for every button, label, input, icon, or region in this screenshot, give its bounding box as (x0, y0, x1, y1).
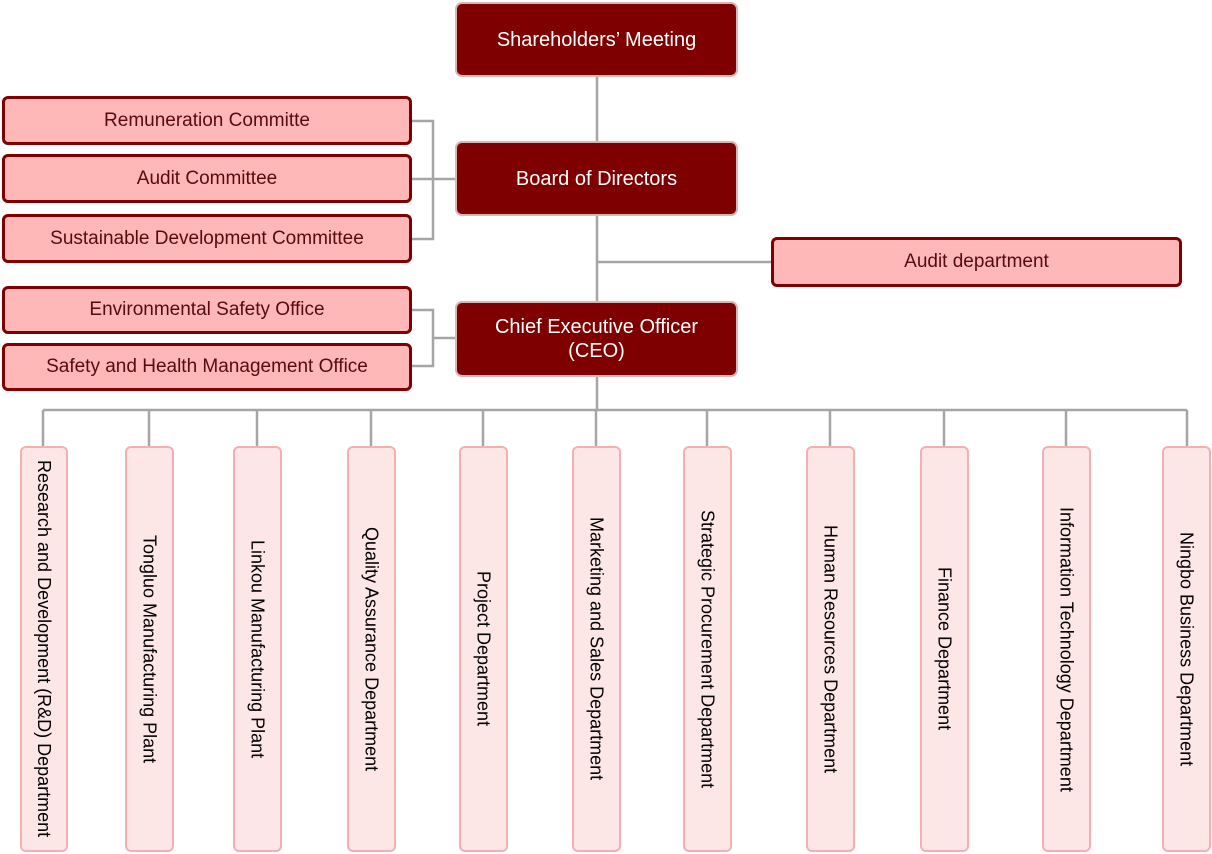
department-label: Project Department (473, 571, 494, 727)
department-label: Research and Development (R&D) Departmen… (34, 460, 54, 838)
committee-label: Sustainable Development Committee (50, 227, 364, 249)
department-label: Human Resources Department (820, 524, 841, 774)
department-label: Finance Department (934, 567, 955, 731)
department-box-finance: Finance Department (920, 446, 969, 852)
department-box-information-technology: Information Technology Department (1042, 446, 1091, 852)
department-label: Quality Assurance Department (361, 526, 382, 772)
audit-department-label: Audit department (904, 251, 1049, 272)
connector-department-drops (41, 410, 1189, 446)
board-of-directors-label: Board of Directors (515, 167, 678, 190)
audit-committee-box: Audit Committee (2, 154, 412, 203)
department-box-quality-assurance: Quality Assurance Department (347, 446, 396, 852)
department-box-rnd: Research and Development (R&D) Departmen… (20, 446, 68, 852)
department-label: Linkou Manufacturing Plant (247, 539, 268, 759)
ceo-label-line1: Chief Executive Officer (494, 316, 699, 338)
department-label: Information Technology Department (1056, 506, 1077, 792)
board-of-directors-box: Board of Directors (455, 141, 738, 216)
department-box-human-resources: Human Resources Department (806, 446, 855, 852)
office-label: Environmental Safety Office (89, 299, 325, 320)
department-box-linkou: Linkou Manufacturing Plant (233, 446, 282, 852)
ceo-box: Chief Executive Officer (CEO) (455, 301, 738, 377)
department-box-ningbo-business: Ningbo Business Department (1162, 446, 1211, 852)
office-label: Safety and Health Management Office (46, 356, 368, 377)
department-label: Tongluo Manufacturing Plant (139, 534, 160, 764)
environmental-safety-office-box: Environmental Safety Office (2, 286, 412, 334)
shareholders-meeting-label: Shareholders’ Meeting (496, 28, 697, 51)
department-label: Marketing and Sales Department (586, 517, 607, 781)
department-label: Strategic Procurement Department (697, 509, 718, 789)
ceo-label-line2: (CEO) (568, 340, 625, 362)
remuneration-committee-box: Remuneration Committe (2, 96, 412, 145)
shareholders-meeting-box: Shareholders’ Meeting (455, 2, 738, 77)
department-box-tongluo: Tongluo Manufacturing Plant (125, 446, 174, 852)
sustainable-development-committee-box: Sustainable Development Committee (2, 214, 412, 263)
safety-health-management-office-box: Safety and Health Management Office (2, 343, 412, 391)
department-label: Ningbo Business Department (1176, 531, 1197, 767)
department-box-project: Project Department (459, 446, 508, 852)
department-box-strategic-procurement: Strategic Procurement Department (683, 446, 732, 852)
connector-offices-bracket (411, 308, 435, 368)
committee-label: Remuneration Committe (104, 109, 310, 131)
audit-department-box: Audit department (771, 237, 1182, 287)
department-box-marketing-sales: Marketing and Sales Department (572, 446, 621, 852)
committee-label: Audit Committee (136, 167, 278, 189)
